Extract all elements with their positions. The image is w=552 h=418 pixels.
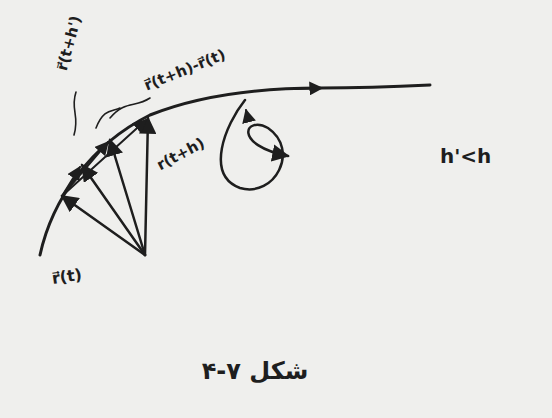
position-vector — [62, 196, 145, 255]
difference-vector — [62, 142, 108, 196]
leader-line — [96, 108, 120, 128]
condition-note: h'<h — [440, 145, 491, 167]
vector-label: r⃗(t) — [51, 266, 83, 288]
position-vector — [82, 165, 145, 255]
curve-loop — [221, 100, 288, 189]
vector-label: r⃗(t+h)-r⃗(t) — [142, 46, 228, 94]
loop-arrow — [246, 110, 248, 118]
position-vector — [145, 118, 148, 255]
leader-line — [74, 92, 76, 135]
position-vector — [110, 140, 145, 255]
vector-label: r(t+h) — [154, 135, 207, 174]
figure-caption: شکل ۷-۴ — [202, 358, 309, 384]
vector-label: r⃗(t+h') — [54, 14, 84, 72]
leader-line — [110, 98, 150, 118]
curve-arrow — [295, 88, 322, 89]
space-curve — [40, 85, 430, 255]
